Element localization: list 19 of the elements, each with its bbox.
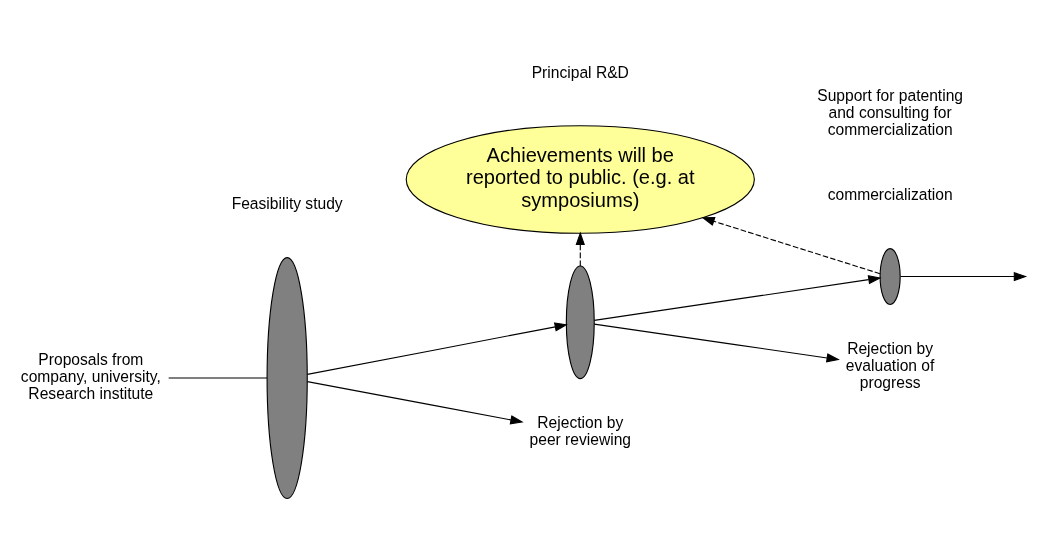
arrow [701, 216, 881, 275]
node-ellipse: Achievements will be reported to public. (e.g. at symposiums) [405, 125, 755, 234]
arrow [306, 322, 568, 375]
connector [168, 377, 268, 379]
arrow [593, 323, 840, 363]
arrow [593, 275, 882, 321]
arrow [900, 271, 1028, 282]
node-text: Rejection by evaluation of progress [845, 340, 935, 391]
label: Support for patenting and consulting for commercialization [817, 87, 964, 138]
node-text: Rejection by peer reviewing [529, 414, 632, 449]
node-ellipse [266, 257, 308, 500]
node-ellipse [565, 265, 595, 380]
node-text: Proposals from company, university, Research institute [20, 351, 161, 402]
label: Principal R&D [531, 63, 629, 81]
node-ellipse [879, 248, 901, 305]
arrow [575, 231, 585, 267]
label: Feasibility study [231, 195, 343, 213]
arrow [306, 381, 524, 425]
label: commercialization [827, 186, 953, 204]
